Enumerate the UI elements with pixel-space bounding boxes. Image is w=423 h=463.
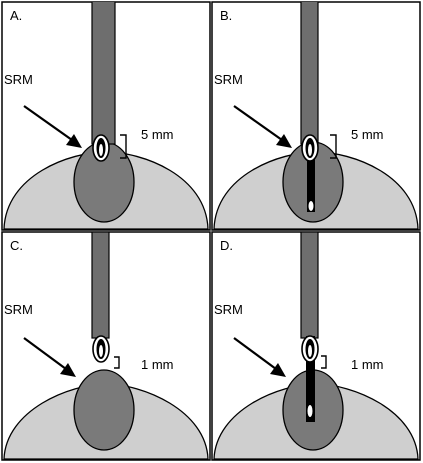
panel-b: B. SRM 5 mm	[211, 1, 421, 231]
srm-arrow	[23, 105, 82, 148]
distance-label: 1 mm	[141, 357, 174, 372]
srm-label: SRM	[214, 72, 243, 87]
probe-shaft	[300, 2, 319, 145]
distance-bracket	[114, 356, 120, 369]
panel-label: C.	[10, 238, 23, 253]
inserted-channel	[307, 140, 315, 212]
probe-tip	[301, 134, 319, 162]
panel-label: B.	[220, 8, 232, 23]
probe-shaft	[91, 2, 116, 145]
distance-label: 5 mm	[351, 127, 384, 142]
distance-bracket	[330, 134, 337, 159]
probe-tip	[301, 335, 319, 363]
target-lesion	[73, 369, 135, 451]
distance-label: 1 mm	[351, 357, 384, 372]
panel-d: D. SRM 1 mm	[211, 231, 421, 461]
panel-label: A.	[10, 8, 22, 23]
srm-label: SRM	[4, 72, 33, 87]
panel-c: C. SRM 1 mm	[1, 231, 211, 461]
srm-label: SRM	[4, 302, 33, 317]
panel-label: D.	[220, 238, 233, 253]
distance-label: 5 mm	[141, 127, 174, 142]
srm-arrow	[233, 105, 292, 148]
srm-arrow	[23, 337, 76, 377]
distance-bracket	[120, 134, 127, 159]
panel-a: A. SRM 5 mm	[1, 1, 211, 231]
srm-arrow	[233, 337, 286, 377]
channel-tip	[308, 201, 314, 211]
probe-shaft	[300, 232, 319, 339]
srm-label: SRM	[214, 302, 243, 317]
inserted-channel	[306, 336, 315, 422]
probe-tip	[92, 134, 110, 162]
probe-shaft	[91, 232, 110, 339]
channel-tip	[307, 405, 313, 417]
distance-bracket	[321, 355, 327, 369]
probe-tip	[92, 335, 110, 363]
